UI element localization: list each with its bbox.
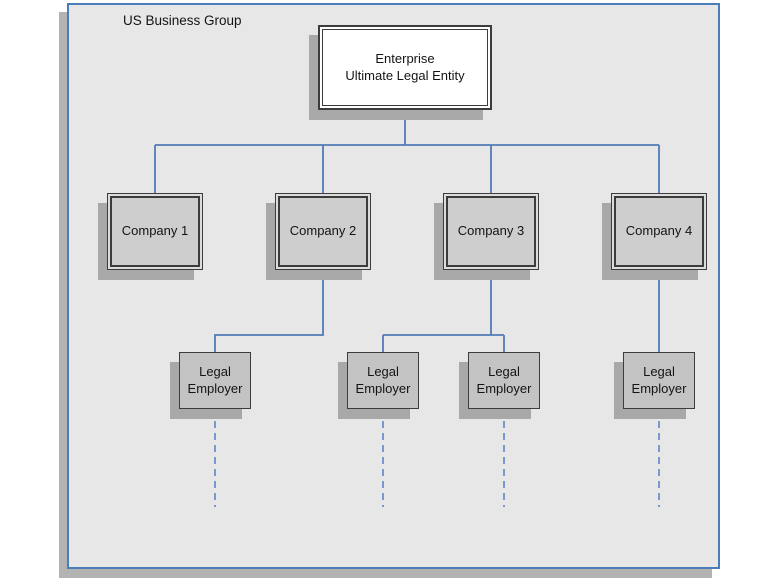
enterprise-label-line1: Enterprise xyxy=(375,50,435,66)
company-3-label: Company 3 xyxy=(446,196,536,267)
node-company-2: Company 2 xyxy=(275,193,371,270)
enterprise-label-line2: Ultimate Legal Entity xyxy=(345,67,465,83)
node-company-1: Company 1 xyxy=(107,193,203,270)
business-group-frame: US Business Group Enterprise Ultimate Le… xyxy=(67,3,720,569)
node-enterprise: Enterprise Ultimate Legal Entity xyxy=(318,25,492,110)
node-legal-employer-4: Legal Employer xyxy=(623,352,695,409)
node-legal-employer-2: Legal Employer xyxy=(347,352,419,409)
node-enterprise-body: Enterprise Ultimate Legal Entity xyxy=(322,29,488,106)
company-1-label: Company 1 xyxy=(110,196,200,267)
company-4-label: Company 4 xyxy=(614,196,704,267)
company-2-label: Company 2 xyxy=(278,196,368,267)
node-company-4: Company 4 xyxy=(611,193,707,270)
connector-company2-to-le1 xyxy=(214,270,324,352)
node-legal-employer-3: Legal Employer xyxy=(468,352,540,409)
frame-label: US Business Group xyxy=(123,13,242,28)
connector-lines xyxy=(154,110,660,507)
node-legal-employer-1: Legal Employer xyxy=(179,352,251,409)
node-company-3: Company 3 xyxy=(443,193,539,270)
